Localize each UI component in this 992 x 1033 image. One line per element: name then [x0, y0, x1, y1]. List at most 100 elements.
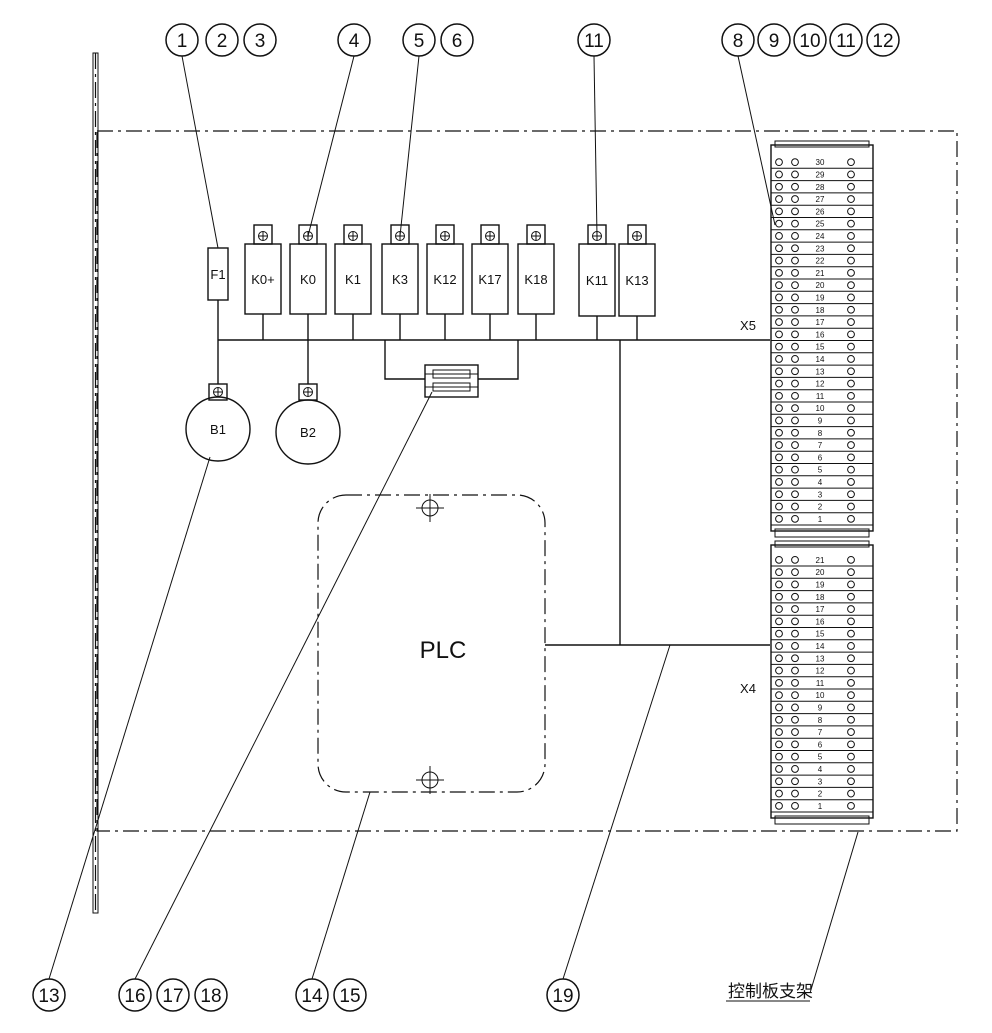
- callout-10: 10: [793, 23, 827, 57]
- terminal-number: 6: [818, 453, 823, 462]
- terminal-number: 23: [816, 244, 825, 253]
- bracket-label: 控制板支架: [728, 982, 813, 1001]
- terminal-number: 6: [818, 740, 823, 749]
- terminal-number: 10: [816, 404, 825, 413]
- terminal-number: 16: [816, 617, 825, 626]
- callout-3: 3: [243, 23, 277, 57]
- callout-5: 5: [402, 23, 436, 57]
- terminal-number: 11: [816, 392, 825, 401]
- terminal-number: 10: [816, 691, 825, 700]
- relay-k13: K13: [618, 224, 656, 317]
- control-board-outline: [96, 130, 958, 832]
- relay-label: K18: [524, 272, 547, 287]
- callout-15: 15: [333, 978, 367, 1012]
- terminal-number: 2: [818, 790, 823, 799]
- relay-k12: K12: [426, 224, 464, 315]
- leader-line: [134, 391, 433, 980]
- terminal-number: 12: [816, 667, 825, 676]
- terminal-number: 19: [816, 293, 825, 302]
- motor-label: B1: [210, 422, 226, 437]
- callout-number: 8: [733, 31, 744, 52]
- callout-19: 19: [546, 978, 580, 1012]
- motor-b2: B2: [275, 383, 341, 465]
- terminal-number: 3: [818, 777, 823, 786]
- terminal-number: 30: [816, 158, 825, 167]
- terminal-number: 2: [818, 503, 823, 512]
- plc-label: PLC: [420, 637, 467, 664]
- terminal-number: 17: [816, 318, 825, 327]
- relay-k11: K11: [578, 224, 616, 317]
- callout-9: 9: [757, 23, 791, 57]
- relay-k0-plus: K0+: [244, 224, 282, 315]
- terminal-number: 1: [818, 802, 823, 811]
- terminal-number: 20: [816, 281, 825, 290]
- leader-line: [181, 55, 219, 249]
- relay-k3: K3: [381, 224, 419, 315]
- callout-number: 19: [552, 986, 573, 1007]
- relay-k18: K18: [517, 224, 555, 315]
- callout-number: 12: [872, 31, 893, 52]
- callout-12: 12: [866, 23, 900, 57]
- motor-b1: B1: [185, 383, 251, 462]
- callout-11: 11: [577, 23, 611, 57]
- relay-k17: K17: [471, 224, 509, 315]
- terminal-number: 21: [816, 269, 825, 278]
- terminal-number: 12: [816, 380, 825, 389]
- terminal-number: 14: [816, 642, 825, 651]
- callout-6: 6: [440, 23, 474, 57]
- callout-number: 5: [414, 31, 425, 52]
- callout-13: 13: [32, 978, 66, 1012]
- terminal-number: 9: [818, 416, 823, 425]
- terminal-number: 8: [818, 429, 823, 438]
- relay-label: K13: [625, 273, 648, 288]
- terminal-number: 22: [816, 257, 825, 266]
- terminal-number: 28: [816, 183, 825, 192]
- terminal-number: 14: [816, 355, 825, 364]
- relay-label: K0: [300, 272, 316, 287]
- terminal-strips: 1234567891011121314151617181920212223242…: [740, 140, 874, 825]
- leader-lines: [48, 55, 859, 994]
- leader-line: [562, 644, 671, 980]
- terminal-number: 5: [818, 466, 823, 475]
- terminal-number: 29: [816, 170, 825, 179]
- callout-number: 9: [769, 31, 780, 52]
- relay-label: K17: [478, 272, 501, 287]
- relay-label: K12: [433, 272, 456, 287]
- callout-number: 17: [162, 986, 183, 1007]
- leader-line: [737, 55, 776, 226]
- relay-label: F1: [210, 267, 225, 282]
- strip-label: X4: [740, 681, 756, 696]
- terminal-number: 15: [816, 343, 825, 352]
- terminal-number: 27: [816, 195, 825, 204]
- relay-label: K3: [392, 272, 408, 287]
- fuse-f1: F1: [207, 247, 229, 301]
- callout-number: 10: [799, 31, 820, 52]
- terminal-number: 19: [816, 580, 825, 589]
- terminal-number: 4: [818, 765, 823, 774]
- callout-18: 18: [194, 978, 228, 1012]
- callout-number: 16: [124, 986, 145, 1007]
- callout-14: 14: [295, 978, 329, 1012]
- terminal-number: 16: [816, 330, 825, 339]
- leader-line: [593, 55, 598, 237]
- callout-number: 3: [255, 31, 266, 52]
- relay-label: K11: [586, 273, 608, 288]
- callout-number: 14: [301, 986, 323, 1007]
- callout-number: 11: [836, 31, 856, 52]
- terminal-number: 11: [816, 679, 825, 688]
- callout-number: 1: [177, 31, 188, 52]
- terminal-number: 17: [816, 605, 825, 614]
- terminal-number: 15: [816, 630, 825, 639]
- mounting-rail: [92, 52, 99, 914]
- terminal-number: 4: [818, 478, 823, 487]
- plc-mount-hole-top: [416, 494, 444, 522]
- terminal-number: 24: [816, 232, 825, 241]
- terminal-number: 25: [816, 220, 825, 229]
- callout-16: 16: [118, 978, 152, 1012]
- callout-2: 2: [205, 23, 239, 57]
- terminal-number: 3: [818, 490, 823, 499]
